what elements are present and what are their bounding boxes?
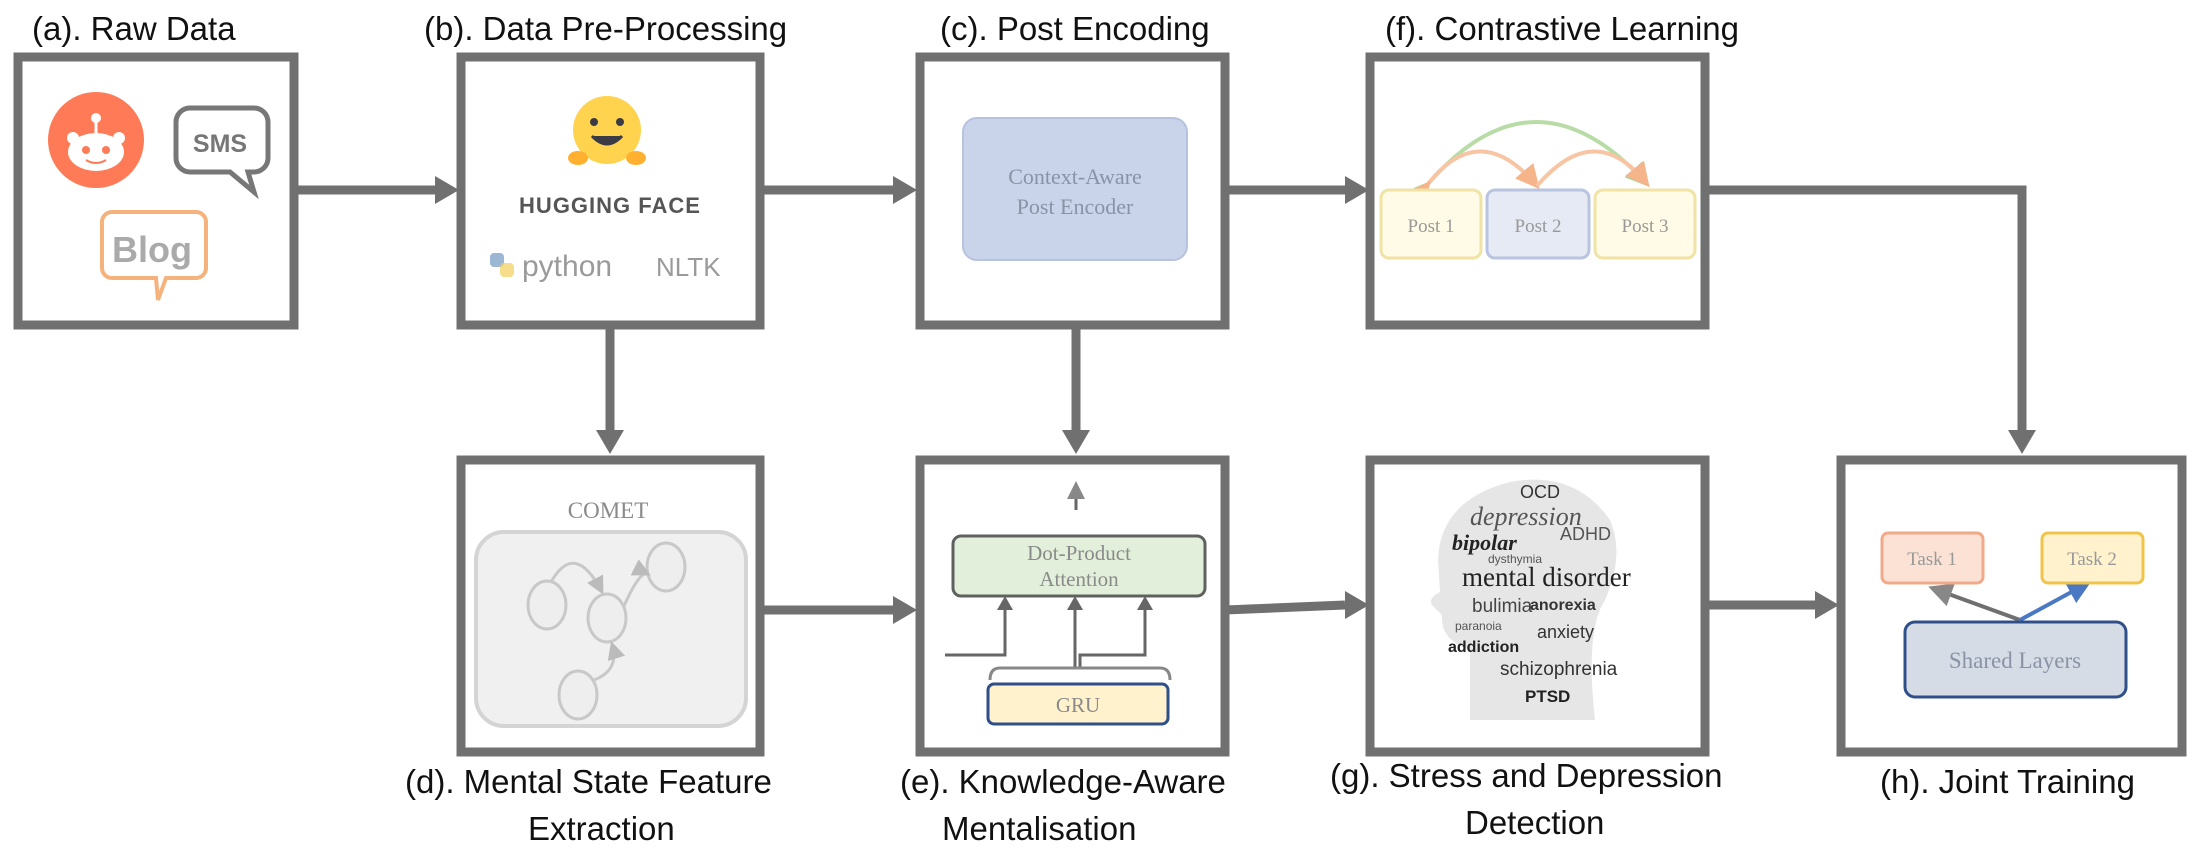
blog-icon: Blog — [100, 210, 208, 301]
attention-block — [951, 534, 1207, 598]
caption-mental-state-1: (d). Mental State Feature — [405, 763, 772, 800]
word-addiction: addiction — [1448, 639, 1519, 656]
caption-contrastive-learning: (f). Contrastive Learning — [1385, 10, 1739, 47]
word-ptsd: PTSD — [1525, 687, 1570, 706]
task-2-box — [2040, 531, 2145, 585]
caption-post-encoding: (c). Post Encoding — [940, 10, 1210, 47]
contrastive-arc-1-2 — [1406, 149, 1540, 208]
arrowhead-c-to-e — [1062, 430, 1090, 454]
reddit-icon — [48, 92, 144, 188]
arrowhead-d-to-e — [893, 596, 917, 624]
word-paranoia: paranoia — [1455, 619, 1502, 633]
arrowhead-b-to-d — [596, 430, 624, 454]
caption-detection-2: Detection — [1465, 804, 1604, 841]
contrastive-arc-2-3 — [1535, 149, 1650, 188]
arrowhead-b-to-c — [893, 176, 917, 204]
gru-label: GRU — [1056, 693, 1100, 717]
shared-to-task1-arrow — [1928, 583, 2021, 622]
caption-knowledge-2: Mentalisation — [942, 810, 1136, 847]
post-2-label: Post 2 — [1515, 216, 1562, 237]
caption-data-pre-processing: (b). Data Pre-Processing — [424, 10, 787, 47]
post-encoder-line2: Post Encoder — [1017, 194, 1134, 219]
arrowhead-a-to-b — [435, 176, 459, 204]
attention-line1: Dot-Product — [1027, 541, 1131, 565]
arrowhead-c-to-f — [1345, 176, 1369, 204]
hugging-face-label: HUGGING FACE — [519, 193, 701, 218]
caption-mental-state-2: Extraction — [528, 810, 675, 847]
caption-joint-training: (h). Joint Training — [1880, 763, 2135, 800]
post-encoder-line1: Context-Aware — [1008, 164, 1142, 189]
arrow-f-to-h — [1705, 185, 2027, 430]
caption-detection-1: (g). Stress and Depression — [1330, 757, 1723, 794]
post-1-label: Post 1 — [1408, 216, 1455, 237]
arrowhead-f-to-h — [2008, 430, 2036, 454]
comet-label: COMET — [568, 498, 649, 523]
blog-label: Blog — [112, 229, 192, 270]
attention-line2: Attention — [1039, 567, 1119, 591]
comet-graph — [526, 541, 687, 721]
hugging-face-icon — [568, 96, 646, 165]
arrow-e-to-g — [1224, 600, 1346, 615]
arrowhead-e-to-g — [1345, 591, 1369, 619]
arrowhead-g-to-h — [1815, 591, 1839, 619]
input-arrowhead-1 — [997, 596, 1013, 610]
sms-label: SMS — [193, 130, 247, 158]
task-1-box — [1880, 531, 1985, 585]
word-bipolar: bipolar — [1452, 530, 1517, 555]
gru-block — [986, 682, 1170, 726]
word-depression: depression — [1470, 502, 1582, 531]
input-arrowhead-2 — [1067, 596, 1083, 610]
word-adhd: ADHD — [1560, 524, 1611, 544]
joint-training-box — [1836, 455, 2187, 757]
head-word-cloud: OCD depression bipolar ADHD mental disor… — [1431, 479, 1631, 720]
caption-knowledge-1: (e). Knowledge-Aware — [900, 763, 1226, 800]
shared-layers-box — [1903, 620, 2128, 699]
attention-inputs — [945, 600, 1172, 681]
word-mental-disorder: mental disorder — [1462, 562, 1631, 592]
task-2-label: Task 2 — [2067, 549, 2117, 570]
python-label: python — [522, 250, 612, 283]
flow-connectors — [212, 176, 2036, 624]
post-3-label: Post 3 — [1622, 216, 1669, 237]
shared-layers-label: Shared Layers — [1949, 648, 2081, 673]
word-anxiety: anxiety — [1537, 622, 1594, 642]
input-arrowhead-3 — [1137, 596, 1153, 610]
shared-to-task2-arrow — [2019, 581, 2092, 622]
post-3-box — [1593, 188, 1697, 260]
post-2-box — [1485, 188, 1591, 260]
word-ocd: OCD — [1520, 482, 1560, 502]
word-schizophrenia: schizophrenia — [1500, 659, 1618, 680]
sms-icon: SMS — [173, 105, 271, 200]
post-1-box — [1379, 188, 1483, 260]
python-icon — [490, 253, 514, 277]
word-dysthymia: dysthymia — [1488, 552, 1542, 566]
task-1-label: Task 1 — [1907, 549, 1957, 570]
word-anorexia: anorexia — [1530, 597, 1596, 614]
nltk-label: NLTK — [656, 252, 721, 282]
post-encoder-block — [962, 117, 1188, 261]
word-bulimia: bulimia — [1472, 596, 1533, 617]
caption-raw-data: (a). Raw Data — [32, 10, 236, 47]
